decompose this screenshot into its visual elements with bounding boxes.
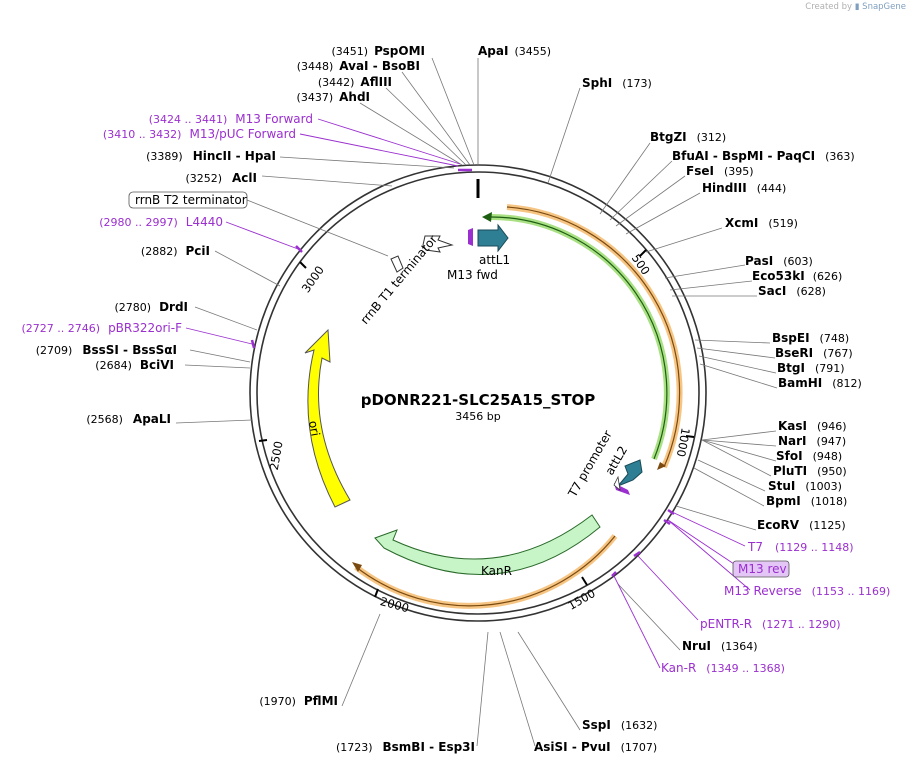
enzyme-bsssi-bsssai: (2709)BssSI - BssSαI <box>36 343 177 357</box>
tick-mark-3000 <box>299 261 307 269</box>
tick-label-1000: 1000 <box>674 427 693 458</box>
enzyme-kasi: KasI(946) <box>778 419 847 433</box>
primer-mark-l4440 <box>295 245 303 253</box>
tick-mark-2000 <box>374 588 379 598</box>
rrnb-t2-box <box>128 191 248 209</box>
enzyme-pluti: PluTI(950) <box>773 464 847 478</box>
rrnb-t1-label: rrnB T1 terminator <box>358 232 441 327</box>
enzyme-stui: StuI(1003) <box>768 479 842 493</box>
rrnb-t2-arrow <box>390 255 404 273</box>
primer-marks <box>250 168 675 577</box>
enzyme-eco53ki: Eco53kI(626) <box>752 269 842 283</box>
tick-label-2500: 2500 <box>267 440 286 471</box>
kanr-label: KanR <box>481 564 512 578</box>
attL1-label: attL1 <box>479 253 510 267</box>
enzyme-pcii: (2882)PciI <box>141 244 210 258</box>
watermark: Created by ▮ SnapGene <box>805 2 906 12</box>
enzyme-bpmi: BpmI(1018) <box>766 494 847 508</box>
primer-mark-m13-rev <box>663 518 671 526</box>
enzyme-bamhi: BamHI(812) <box>778 376 862 390</box>
orange-band-arrowhead <box>657 462 666 470</box>
primer-mark-pbr322 <box>250 339 256 349</box>
enzyme-bsmbi-esp3i: (1723)BsmBI - Esp3I <box>336 740 475 754</box>
plasmid-name: pDONR221-SLC25A15_STOP <box>361 391 596 409</box>
enzyme-bcivi: (2684)BciVI <box>95 358 174 372</box>
primer-labels: (3424 .. 3441)M13 Forward (3410 .. 3432)… <box>22 112 891 675</box>
enzyme-btgzi: BtgZI(312) <box>650 130 726 144</box>
attL1-arrow <box>477 223 509 253</box>
enzyme-avai-bsobi: (3448)AvaI - BsoBI <box>297 59 420 73</box>
enzyme-drdi: (2780)DrdI <box>114 300 188 314</box>
primer-t7: T7(1129 .. 1148) <box>747 540 854 554</box>
watermark-created-by: Created by <box>805 2 853 12</box>
rrnb-t1-arrow <box>422 235 454 253</box>
t7-promoter-arrow <box>613 475 621 491</box>
tick-mark-1000 <box>685 435 695 438</box>
enzyme-bspei: BspEI(748) <box>772 331 849 345</box>
enzyme-nrui: NruI(1364) <box>682 639 758 653</box>
attL2-orange-band-line <box>355 535 616 607</box>
enzyme-nari: NarI(947) <box>778 434 846 448</box>
tick-mark-500 <box>639 249 647 257</box>
enzyme-bfuai-bspmi-paqci: BfuAI - BspMI - PaqCI(363) <box>672 149 855 163</box>
enzyme-hindiii: HindIII(444) <box>702 181 786 195</box>
backbone-inner-ring <box>256 171 700 615</box>
tick-label-3000: 3000 <box>299 263 327 295</box>
primer-m13-reverse: M13 Reverse(1153 .. 1169) <box>724 584 890 598</box>
enzyme-sspi: SspI(1632) <box>582 718 657 732</box>
rrnb-t2-label: rrnB T2 terminator <box>135 193 247 207</box>
enzyme-xcmi: XcmI(519) <box>725 216 798 230</box>
enzyme-labels: (3451)PspOMI ApaI(3455) (3448)AvaI - Bso… <box>36 44 862 754</box>
primer-m13-forward: (3424 .. 3441)M13 Forward <box>149 112 313 126</box>
enzyme-asisi-pvui: AsiSI - PvuI(1707) <box>534 740 657 754</box>
enzyme-ecorv: EcoRV(1125) <box>757 518 846 532</box>
primer-kan-r: Kan-R(1349 .. 1368) <box>661 661 785 675</box>
primer-leaders <box>185 118 751 669</box>
kanr-arrow <box>374 514 601 575</box>
enzyme-pasi: PasI(603) <box>745 254 813 268</box>
primer-pentr-r: pENTR-R(1271 .. 1290) <box>700 617 841 631</box>
tick-mark-2500 <box>258 439 268 442</box>
enzyme-apali: (2568)ApaLI <box>86 412 171 426</box>
ori-label: ori <box>306 420 322 438</box>
primer-m13-puc-forward: (3410 .. 3432)M13/pUC Forward <box>103 127 296 141</box>
watermark-brand: SnapGene <box>862 2 906 12</box>
primer-m13-rev: M13 rev <box>738 562 787 576</box>
attL1-orange-band <box>506 204 683 469</box>
enzyme-apai: ApaI(3455) <box>478 44 551 58</box>
ori-arrow <box>304 328 351 508</box>
enzyme-pspomi: (3451)PspOMI <box>331 44 425 58</box>
primer-mark-kanr <box>611 571 617 577</box>
m13-fwd-label: M13 fwd <box>447 268 498 282</box>
plasmid-size: 3456 bp <box>455 410 500 423</box>
enzyme-bseri: BseRI(767) <box>775 346 853 360</box>
enzyme-saci: SacI(628) <box>758 284 826 298</box>
primer-l4440: (2980 .. 2997)L4440 <box>99 215 223 229</box>
enzyme-hincii-hpai: (3389)HincII - HpaI <box>146 149 276 163</box>
primer-mark-t7 <box>667 508 675 516</box>
enzyme-acli: (3252)AclI <box>185 171 257 185</box>
attL2-arrowhead <box>352 562 362 572</box>
green-band-arrowhead <box>482 212 492 222</box>
enzyme-fsei: FseI(395) <box>686 164 754 178</box>
ccdb-green-band-line <box>487 216 668 460</box>
tick-mark-1500 <box>581 576 588 586</box>
enzyme-leaders <box>175 57 778 747</box>
enzyme-ahdi: (3437)AhdI <box>297 90 370 104</box>
attL1-orange-band-line <box>506 206 681 468</box>
enzyme-pflmi: (1970)PflMI <box>259 694 338 708</box>
primer-mark-pentr <box>633 550 641 558</box>
primer-pbr322ori-f: (2727 .. 2746)pBR322ori-F <box>22 321 183 335</box>
m13-fwd-marker <box>468 228 473 246</box>
m13-rev-box <box>732 560 790 578</box>
enzyme-afliii: (3442)AflIII <box>318 75 392 89</box>
enzyme-btgi: BtgI(791) <box>777 361 845 375</box>
tick-label-1500: 1500 <box>565 586 597 613</box>
enzyme-sfoi: SfoI(948) <box>776 449 842 463</box>
rrnb-t2-leader <box>246 199 389 257</box>
enzyme-sphi: SphI(173) <box>582 76 652 90</box>
snapgene-logo-icon: ▮ <box>854 2 860 12</box>
